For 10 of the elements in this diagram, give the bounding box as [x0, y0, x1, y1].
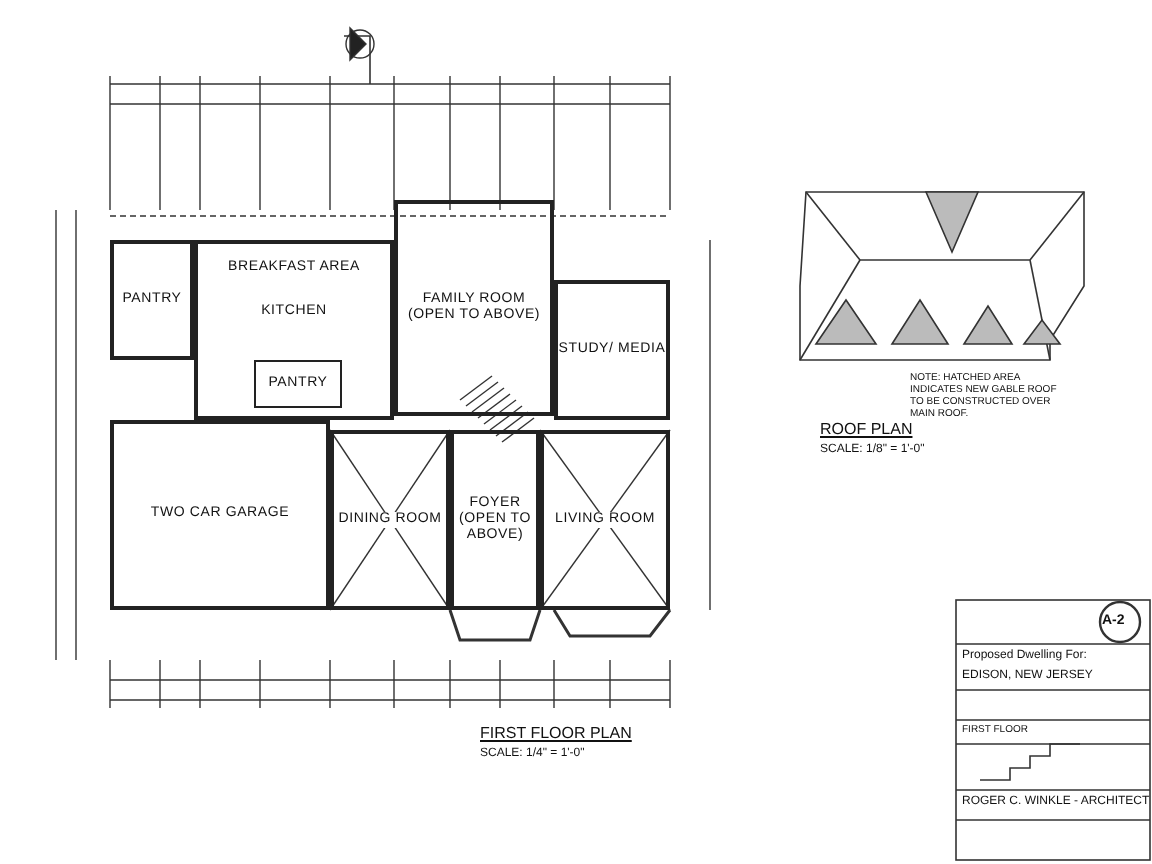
pantry-room — [110, 240, 194, 360]
plan-title: ROOF PLAN — [820, 420, 915, 440]
kitchen-room — [194, 240, 394, 420]
study-room — [554, 280, 670, 420]
living-room — [540, 430, 670, 610]
pantry-room — [254, 360, 342, 408]
plan-title: FIRST FLOOR PLAN — [480, 724, 634, 744]
garage-room — [110, 420, 330, 610]
family-room — [394, 200, 554, 416]
foyer-room — [450, 430, 540, 610]
